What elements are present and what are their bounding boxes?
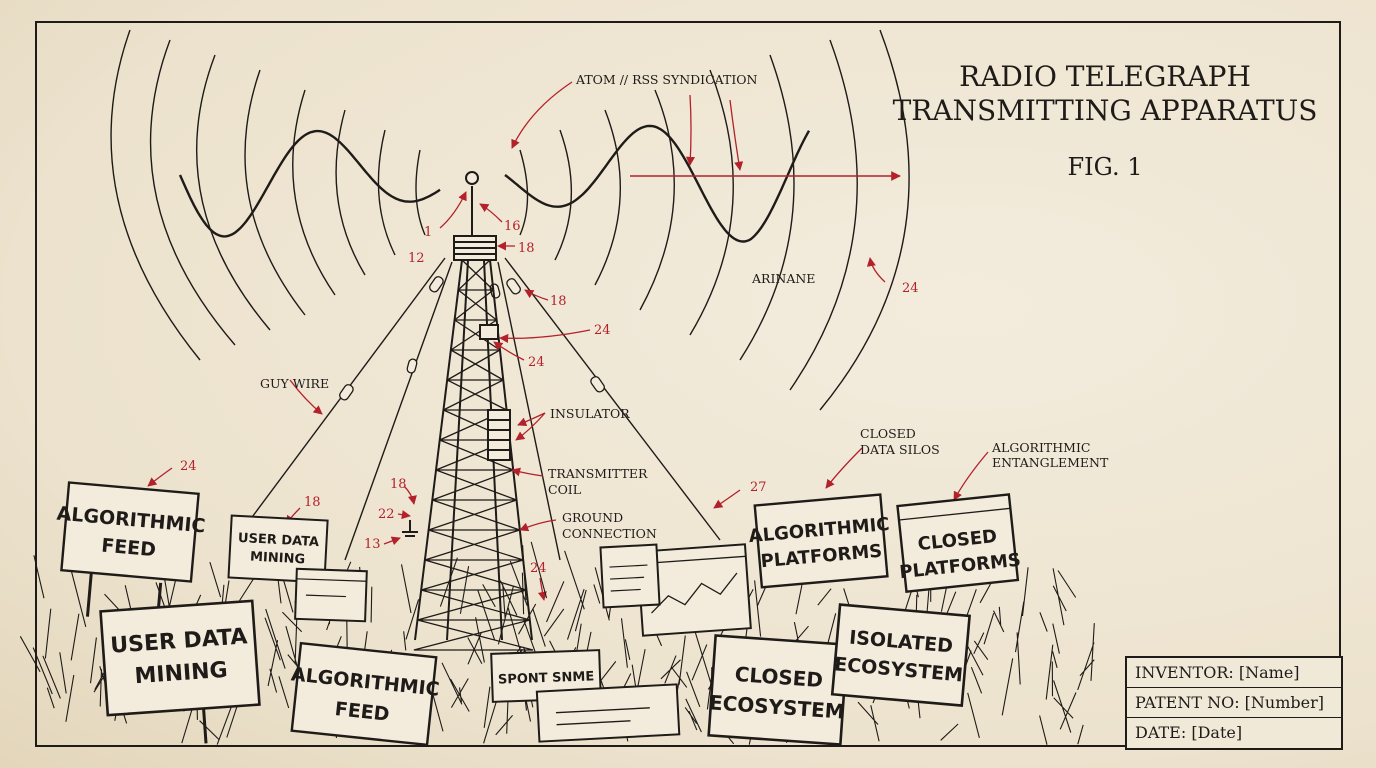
label-silos-1: CLOSED xyxy=(860,426,916,441)
inventor-field: INVENTOR: [Name] xyxy=(1127,658,1341,688)
patent-info-box: INVENTOR: [Name] PATENT NO: [Number] DAT… xyxy=(1125,656,1343,750)
ref-18-ground: 18 xyxy=(390,477,407,492)
label-syndication: ATOM // RSS SYNDICATION xyxy=(575,72,758,87)
ref-24-ground: 24 xyxy=(530,561,547,576)
title-line-2: TRANSMITTING APPARATUS xyxy=(892,94,1318,127)
browser-window-chart xyxy=(636,543,752,637)
ref-1: 1 xyxy=(424,225,432,240)
title-block: RADIO TELEGRAPH TRANSMITTING APPARATUS F… xyxy=(880,60,1330,184)
ref-18-cap: 18 xyxy=(518,241,535,256)
wire-insulators xyxy=(339,276,605,401)
label-transmitter-2: COIL xyxy=(548,482,581,497)
ref-18-sign: 18 xyxy=(304,495,321,510)
svg-text:USER DATA: USER DATA xyxy=(238,531,320,550)
sign-algorithmic-feed-bottom: ALGORITHMIC FEED xyxy=(290,641,441,747)
ref-24-sign: 24 xyxy=(180,459,197,474)
title-line-1: RADIO TELEGRAPH xyxy=(959,60,1251,93)
radiation-arcs xyxy=(110,29,910,411)
ref-13: 13 xyxy=(364,537,381,552)
guy-wires xyxy=(234,257,721,561)
browser-window-mid xyxy=(599,543,661,609)
ref-12: 12 xyxy=(408,251,425,266)
browser-window-left xyxy=(294,567,368,623)
label-ground-2: CONNECTION xyxy=(562,526,657,541)
label-antenna: ARINANE xyxy=(751,271,815,286)
ref-24-mid-lower: 24 xyxy=(528,355,545,370)
annotation-arrows xyxy=(147,81,989,601)
label-entangle-2: ENTANGLEMENT xyxy=(992,455,1109,470)
svg-text:SPONT SNME: SPONT SNME xyxy=(498,669,595,687)
sign-isolated-ecosystem: ISOLATED ECOSYSTEM xyxy=(830,603,971,707)
carrier-wave xyxy=(178,124,811,243)
label-ground-1: GROUND xyxy=(562,510,623,525)
ref-18-insulator: 18 xyxy=(550,294,567,309)
outer-frame xyxy=(35,21,1341,747)
sign-algorithmic-platforms: ALGORITHMIC PLATFORMS xyxy=(748,493,890,589)
ref-22: 22 xyxy=(378,507,395,522)
figure-label: FIG. 1 xyxy=(1067,153,1143,181)
patent-number-field: PATENT NO: [Number] xyxy=(1127,688,1341,718)
lattice-tower xyxy=(402,171,534,651)
ref-27: 27 xyxy=(750,480,767,495)
browser-window-bottom xyxy=(535,683,681,743)
sign-closed-platforms: CLOSED PLATFORMS xyxy=(896,493,1022,593)
svg-text:FEED: FEED xyxy=(100,535,156,562)
ref-24-wave: 24 xyxy=(902,281,919,296)
sign-user-data-mining-large: USER DATA MINING xyxy=(99,599,261,744)
sign-user-data-mining-small: USER DATA MINING xyxy=(227,514,329,584)
ref-16: 16 xyxy=(504,219,521,234)
label-insulator: INSULATOR xyxy=(550,406,630,421)
svg-text:MINING: MINING xyxy=(250,550,306,568)
date-field: DATE: [Date] xyxy=(1135,723,1243,742)
label-silos-2: DATA SILOS xyxy=(860,442,940,457)
label-transmitter-1: TRANSMITTER xyxy=(548,466,648,481)
label-guy-wire: GUY WIRE xyxy=(260,376,329,391)
sign-closed-ecosystem: CLOSED ECOSYSTEM xyxy=(707,634,849,746)
label-entangle-1: ALGORITHMIC xyxy=(991,440,1090,455)
ref-24-mid: 24 xyxy=(594,323,611,338)
